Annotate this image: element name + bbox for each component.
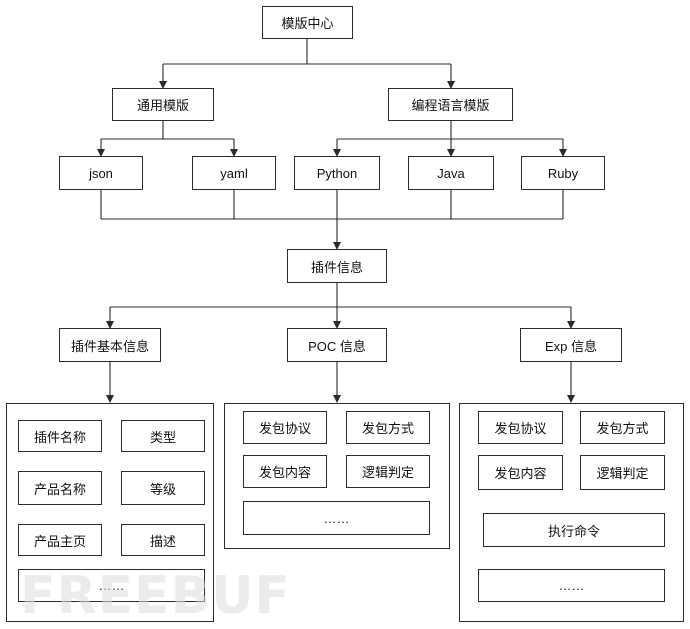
field-level: 等级 — [121, 471, 205, 505]
template-center-node: 模版中心 — [262, 6, 353, 39]
field-plugin-name: 插件名称 — [18, 420, 102, 452]
field-ellipsis: …… — [18, 569, 205, 602]
exp-field-content: 发包内容 — [478, 455, 563, 490]
plugin-basic-info-node: 插件基本信息 — [59, 328, 161, 362]
poc-field-logic: 逻辑判定 — [346, 455, 430, 488]
plugin-info-node: 插件信息 — [287, 249, 387, 283]
exp-field-execute-command: 执行命令 — [483, 513, 665, 547]
format-node-java: Java — [408, 156, 494, 190]
field-product-homepage: 产品主页 — [18, 524, 102, 556]
poc-field-content: 发包内容 — [243, 455, 327, 488]
exp-field-method: 发包方式 — [580, 411, 665, 444]
poc-field-protocol: 发包协议 — [243, 411, 327, 444]
language-template-node: 编程语言模版 — [388, 88, 513, 121]
field-product-name: 产品名称 — [18, 471, 102, 505]
exp-field-protocol: 发包协议 — [478, 411, 563, 444]
poc-field-method: 发包方式 — [346, 411, 430, 444]
field-description: 描述 — [121, 524, 205, 556]
format-node-ruby: Ruby — [521, 156, 605, 190]
poc-field-ellipsis: …… — [243, 501, 430, 535]
format-node-json: json — [59, 156, 143, 190]
exp-field-logic: 逻辑判定 — [580, 455, 665, 490]
format-node-python: Python — [294, 156, 380, 190]
format-node-yaml: yaml — [192, 156, 276, 190]
exp-field-ellipsis: …… — [478, 569, 665, 602]
generic-template-node: 通用模版 — [112, 88, 214, 121]
exp-info-node: Exp 信息 — [520, 328, 622, 362]
poc-info-node: POC 信息 — [287, 328, 387, 362]
field-type: 类型 — [121, 420, 205, 452]
